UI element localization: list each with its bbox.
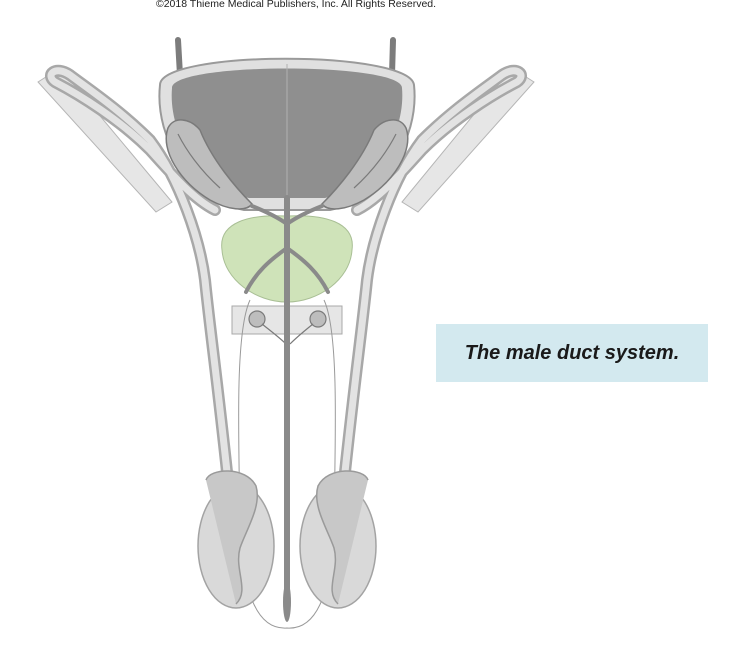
vas-deferens-right: [334, 64, 527, 526]
vas-deferens-left: [45, 64, 238, 526]
copyright-notice: ©2018 Thieme Medical Publishers, Inc. Al…: [155, 0, 437, 10]
testis-left: [197, 470, 275, 609]
testis-right: [299, 470, 377, 609]
figure-caption: The male duct system.: [436, 324, 708, 382]
urethra: [244, 195, 330, 622]
seminal-vesicle-left: [165, 119, 253, 210]
bulbourethral-glands: [248, 310, 327, 345]
tunica-outline: [238, 299, 336, 629]
